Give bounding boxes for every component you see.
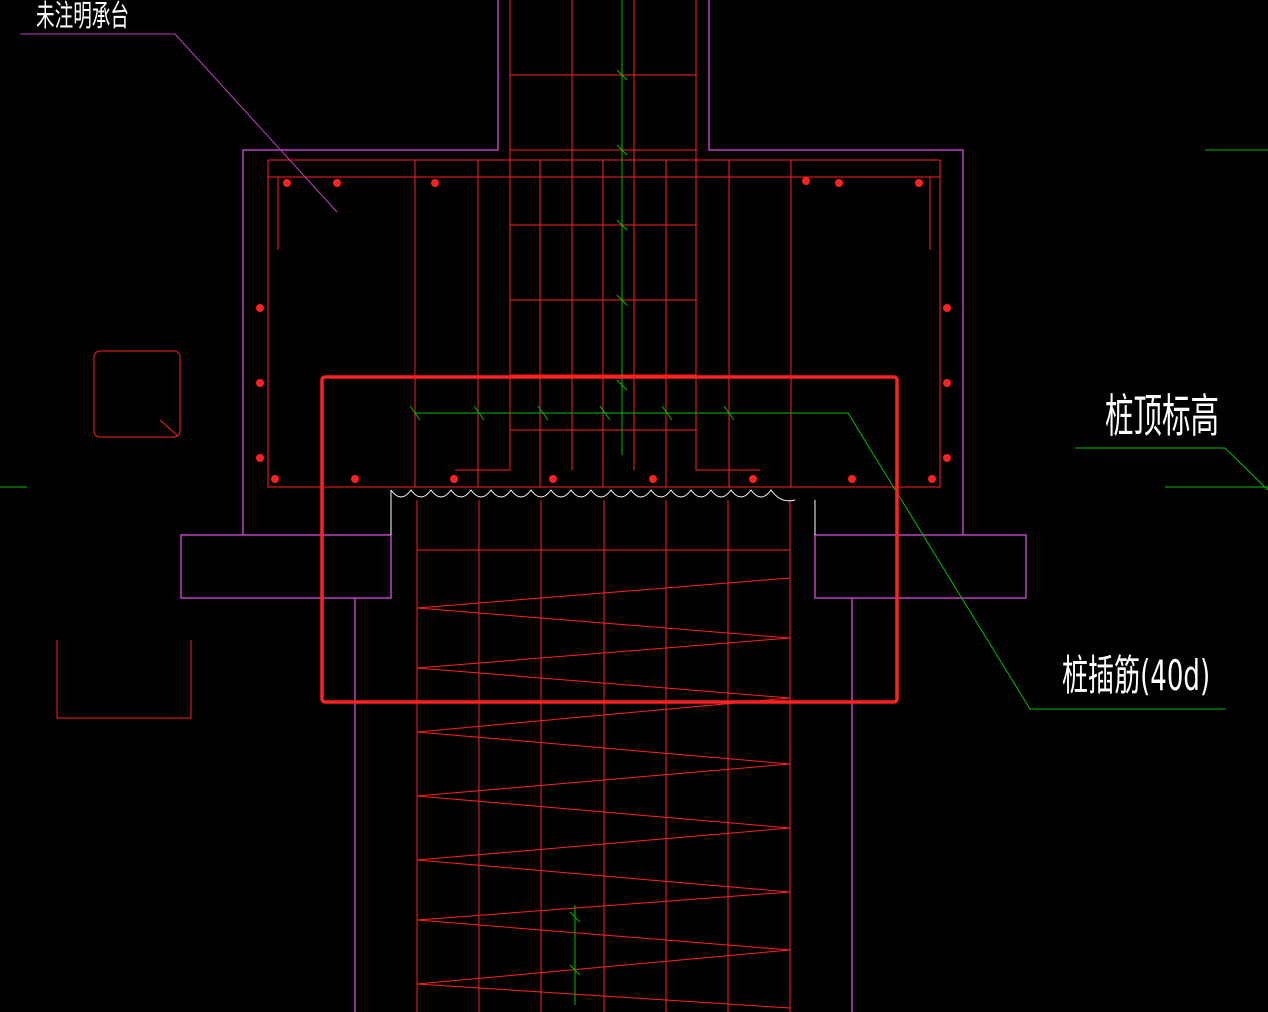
cap-and-column-outline [180, 0, 1027, 1012]
pile-rebar-cage [416, 500, 791, 1012]
cap-note-label: 未注明承台 [36, 0, 129, 34]
cap-rebar [267, 159, 941, 488]
highlight-box [320, 375, 899, 704]
cap-note-leader [20, 33, 338, 213]
pile-top-elevation-label: 桩顶标高 [1105, 389, 1220, 443]
column-rebar-cage [455, 0, 760, 471]
rebar-section-dots [256, 177, 951, 483]
misc-symbols [56, 350, 192, 719]
pile-top-cut-line [390, 489, 816, 535]
pile-dowel-label: 桩插筋(40d) [1062, 651, 1211, 700]
